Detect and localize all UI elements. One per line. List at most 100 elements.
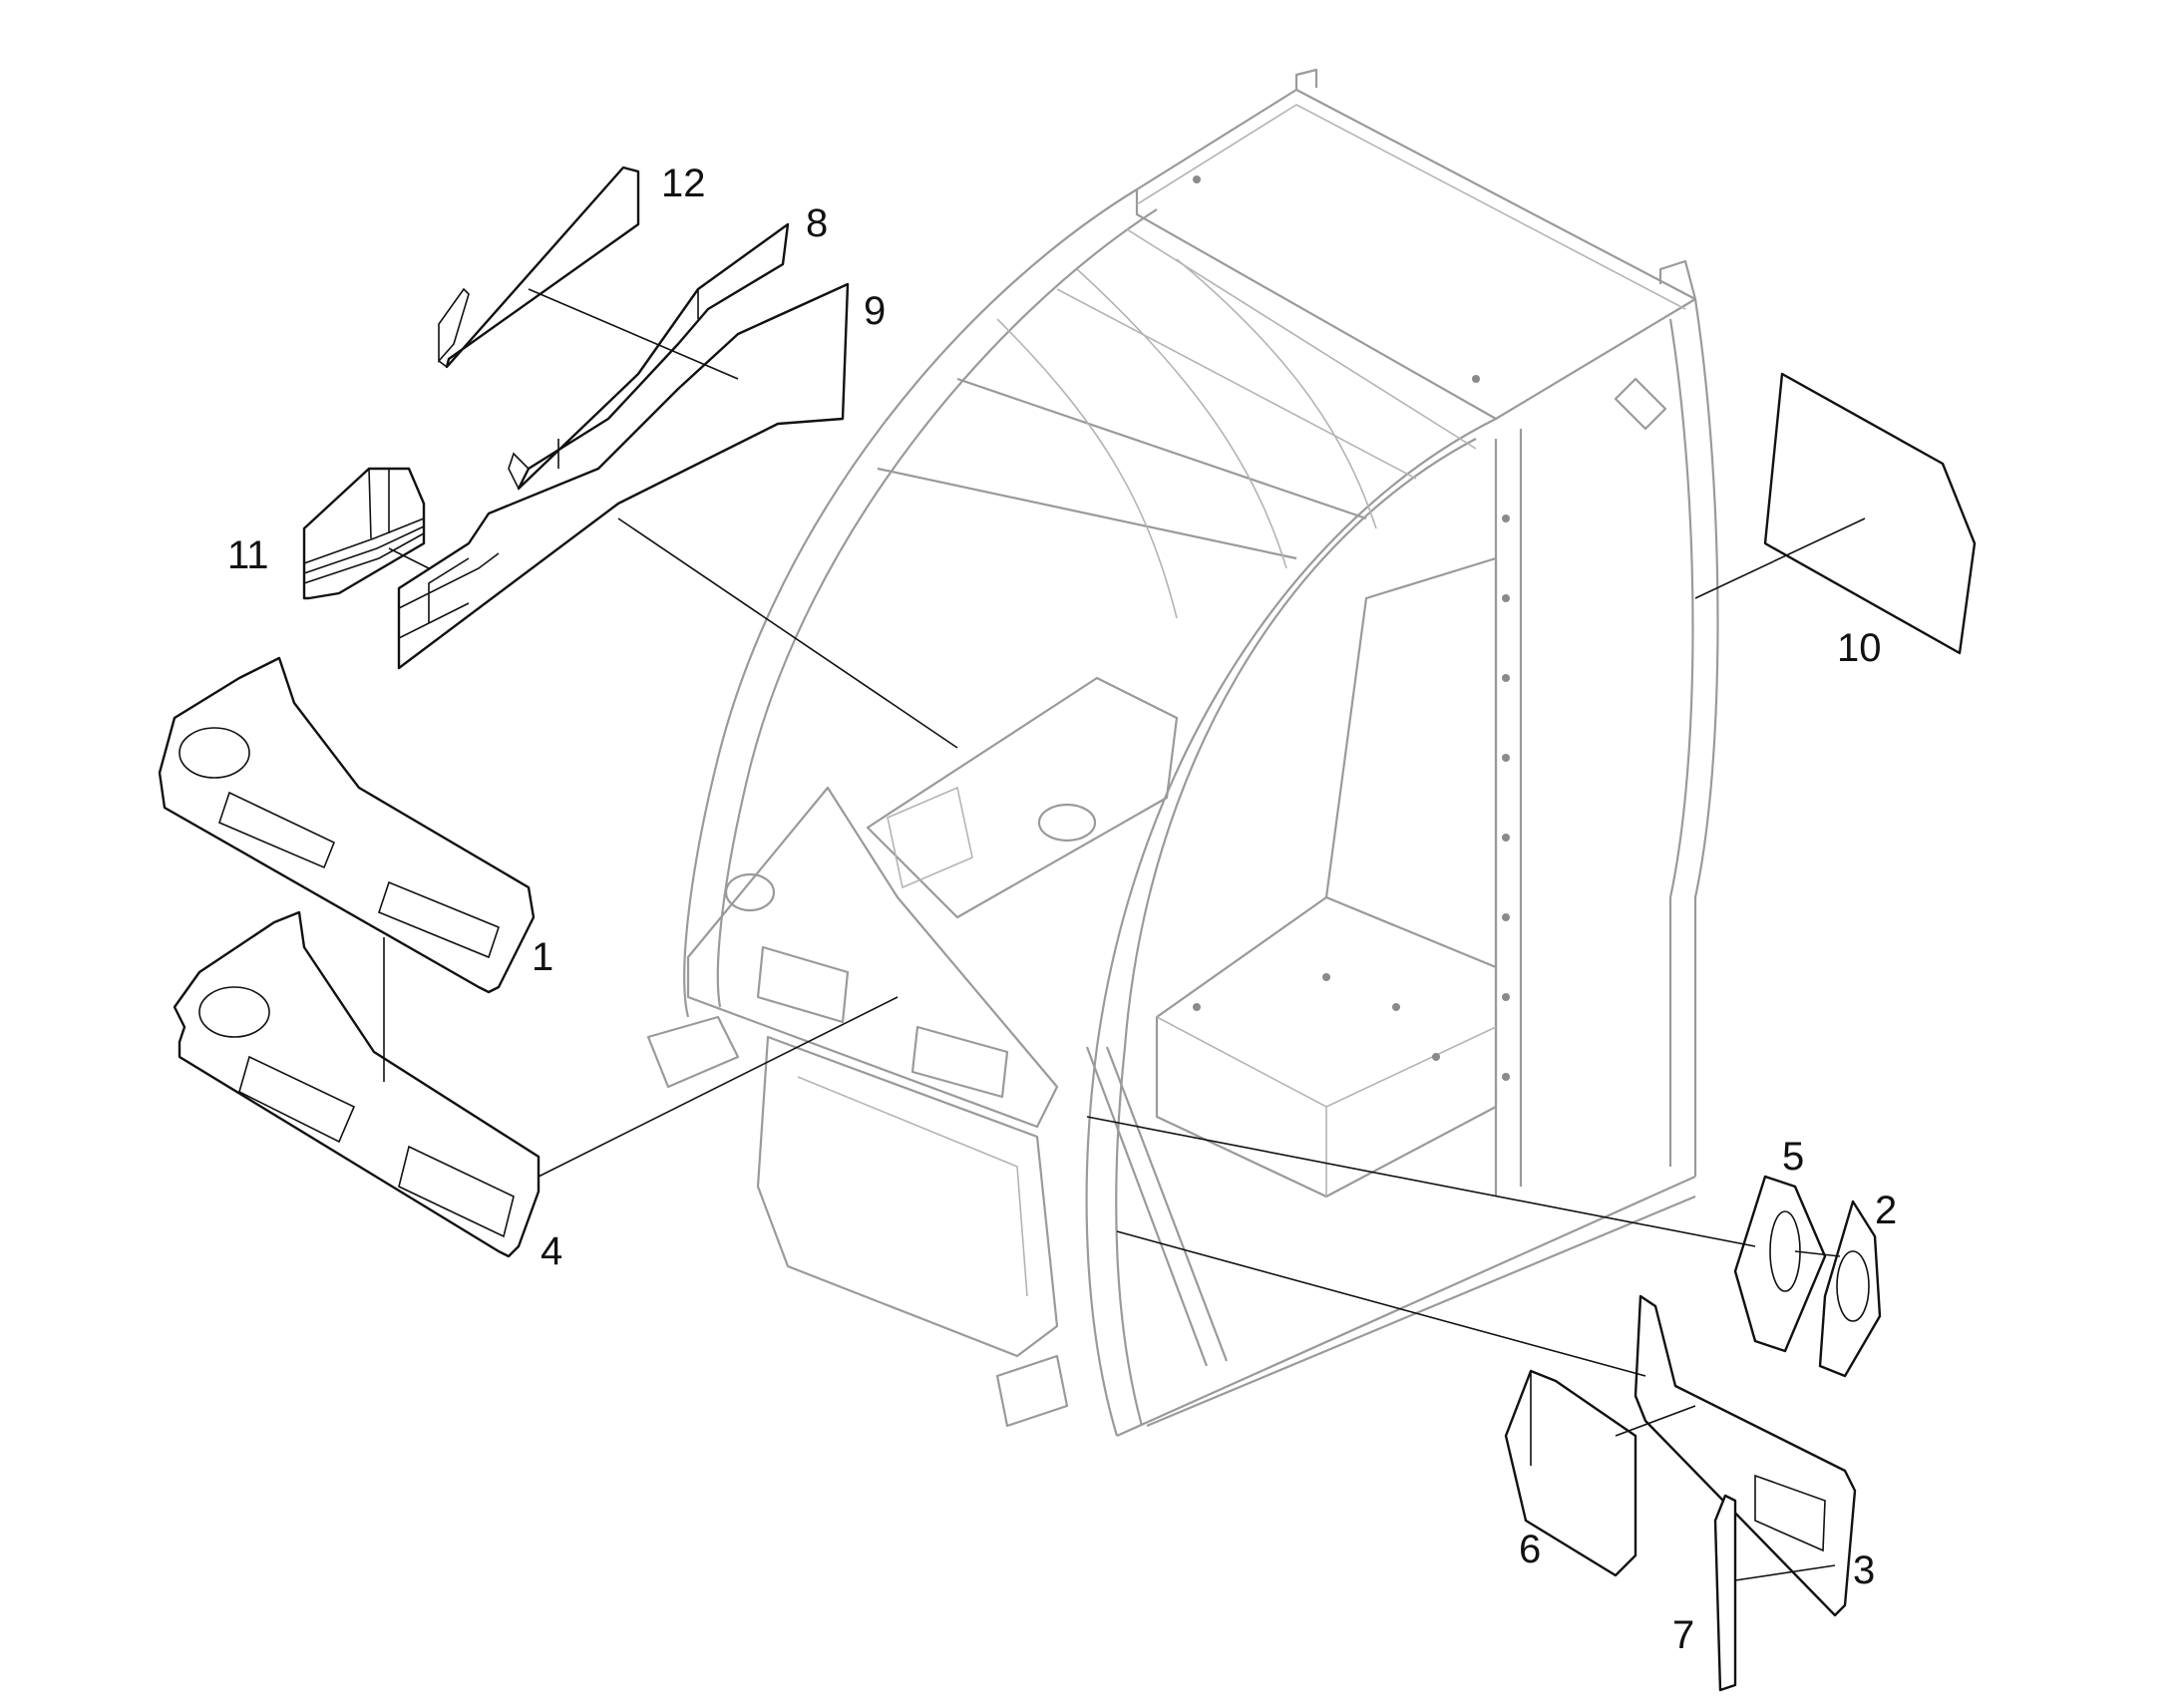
- rivet: [1193, 1003, 1201, 1011]
- part-4-slot-2: [398, 1145, 515, 1238]
- dashboard-vent: [724, 872, 776, 912]
- part-12: [438, 166, 640, 369]
- front-left-pillar: [683, 188, 1138, 1018]
- part-9-outline: [397, 282, 850, 670]
- callout-2: 2: [1875, 1189, 1897, 1232]
- callout-1: 1: [532, 935, 553, 979]
- rear-floor: [1324, 556, 1498, 967]
- rear-handle: [1614, 377, 1667, 431]
- lower-frame: [756, 1035, 1059, 1358]
- part-8-outline: [517, 222, 790, 491]
- rivet: [1432, 1053, 1440, 1061]
- leader-3a: [1116, 1230, 1646, 1377]
- part-5-outline: [1733, 1175, 1827, 1353]
- part-7-outline: [1713, 1494, 1737, 1692]
- seat-box-edge: [1156, 1016, 1497, 1108]
- callout-8: 8: [806, 201, 828, 245]
- part-9: [397, 282, 850, 670]
- front-right-pillar: [1085, 418, 1497, 1437]
- leader-5: [1086, 1116, 1756, 1247]
- steering-console: [866, 676, 1179, 919]
- callout-6: 6: [1519, 1528, 1541, 1571]
- front-step-left: [646, 1015, 740, 1089]
- console-panel: [887, 786, 973, 889]
- leader-7: [1734, 1564, 1836, 1581]
- callout-4: 4: [541, 1229, 562, 1273]
- callout-11: 11: [227, 533, 269, 577]
- part-12-edge: [438, 287, 470, 364]
- part-1-slot-1: [218, 791, 336, 869]
- part-4-vent-hole: [198, 986, 270, 1038]
- part-11-seams: [368, 468, 390, 539]
- rivet: [1502, 913, 1510, 921]
- cab-roof-rim: [1136, 104, 1686, 310]
- windscreen-bar-3: [956, 377, 1367, 520]
- callout-9: 9: [864, 289, 886, 333]
- part-11-outline: [302, 467, 426, 600]
- door-rod-inner: [1105, 1046, 1229, 1362]
- dashboard: [686, 786, 1059, 1129]
- rivet: [1392, 1003, 1400, 1011]
- dashboard-slot-1: [756, 945, 850, 1024]
- callouts: 12 8 9 11 10 1 4 5 2 6 3 7: [227, 162, 1897, 1657]
- door-rod: [1085, 1046, 1209, 1367]
- dashboard-slot-2: [910, 1025, 1009, 1099]
- rivet: [1502, 834, 1510, 842]
- part-11: [302, 467, 426, 600]
- rivet: [1502, 674, 1510, 682]
- rivet: [1472, 375, 1480, 383]
- rivet: [1502, 514, 1510, 522]
- windscreen-arc-3: [1176, 258, 1377, 529]
- rear-right-pillar: [1693, 298, 1719, 1177]
- cab-roof: [1135, 88, 1697, 421]
- part-8-seams: [557, 289, 699, 469]
- leader-2: [1794, 1250, 1841, 1257]
- leader-11: [388, 547, 430, 569]
- bottom-frame: [1116, 1175, 1696, 1438]
- part-3-outline: [1634, 1294, 1857, 1617]
- windscreen-bar-2: [1056, 288, 1417, 480]
- callout-12: 12: [661, 162, 706, 205]
- front-right-pillar-inner: [1115, 438, 1477, 1427]
- console-dial: [1037, 803, 1097, 843]
- cab-frame: [646, 68, 1719, 1438]
- rivet: [1502, 1073, 1510, 1081]
- callout-7: 7: [1672, 1613, 1694, 1657]
- callout-5: 5: [1782, 1135, 1804, 1179]
- leader-4: [538, 996, 899, 1178]
- leader-lines: [383, 288, 1866, 1581]
- rivet: [1193, 175, 1201, 183]
- rear-right-pillar-inner: [1668, 318, 1694, 1167]
- leader-9: [617, 517, 958, 749]
- leader-6: [1615, 1405, 1696, 1437]
- part-3-window: [1754, 1474, 1826, 1552]
- callout-3: 3: [1853, 1548, 1875, 1592]
- windscreen-arc-1: [996, 318, 1178, 619]
- leader-10: [1694, 517, 1866, 599]
- roof-bracket-left: [1294, 68, 1318, 90]
- part-7: [1713, 1494, 1737, 1692]
- part-10-outline: [1763, 372, 1977, 655]
- windscreen-arc-2: [1076, 268, 1287, 569]
- part-4-slot-1: [238, 1055, 356, 1144]
- part-2-outline: [1818, 1199, 1882, 1378]
- part-12-corner: [438, 360, 448, 368]
- lower-frame-inner: [797, 1076, 1028, 1297]
- roof-bracket-right: [1658, 259, 1697, 300]
- part-4: [173, 910, 541, 1258]
- part-1-slot-2: [378, 880, 500, 959]
- rivet: [1502, 594, 1510, 602]
- front-step-right: [995, 1354, 1069, 1428]
- part-4-outline: [173, 910, 541, 1258]
- rivet: [1502, 993, 1510, 1001]
- rivet: [1322, 973, 1330, 981]
- callout-10: 10: [1837, 626, 1882, 670]
- part-3: [1634, 1294, 1857, 1617]
- part-2-hole: [1836, 1250, 1870, 1322]
- part-10: [1763, 372, 1977, 655]
- part-11-stripes: [303, 517, 425, 584]
- part-6: [1504, 1369, 1637, 1577]
- part-6-outline: [1504, 1369, 1637, 1577]
- part-1-outline: [158, 656, 536, 994]
